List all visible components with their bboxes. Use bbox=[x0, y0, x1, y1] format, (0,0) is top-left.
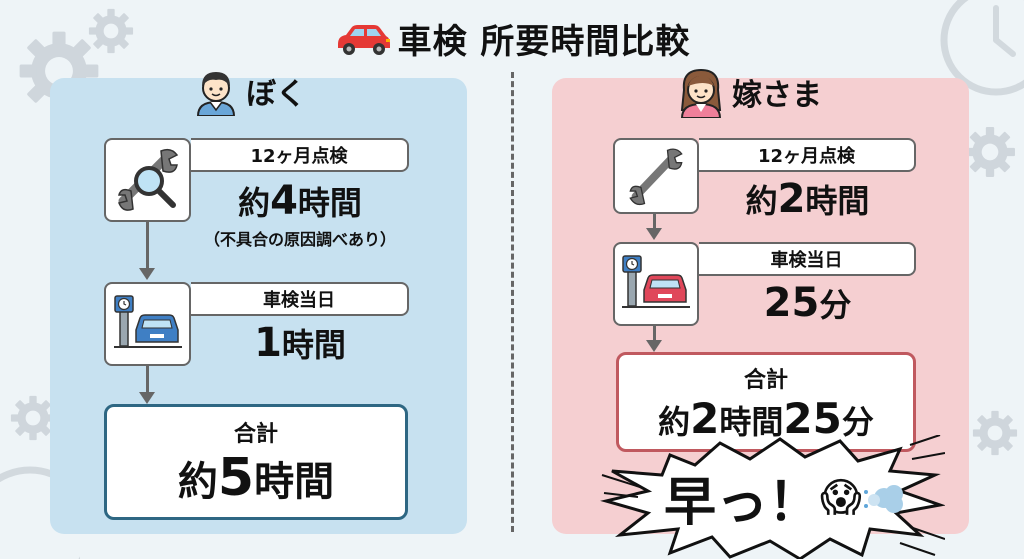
gear-icon bbox=[972, 410, 1018, 456]
woman-avatar-icon bbox=[680, 68, 722, 118]
screaming-face-icon: 😱 bbox=[820, 474, 862, 521]
wrench-magnifier-icon bbox=[117, 148, 178, 211]
speech-burst bbox=[600, 435, 945, 559]
step-icon-box bbox=[613, 138, 699, 214]
person-header-yomesama: 嫁さま bbox=[678, 66, 822, 118]
flow-arrow bbox=[646, 326, 662, 352]
step-duration: 約4時間 bbox=[238, 178, 362, 224]
page-title: 車検 所要時間比較 bbox=[0, 14, 1024, 63]
flow-arrow bbox=[139, 222, 155, 280]
clock-pole-car-icon bbox=[622, 255, 690, 308]
step-duration: 25分 bbox=[763, 280, 852, 326]
red-car-icon bbox=[337, 24, 390, 55]
clock-icon bbox=[940, 0, 1024, 96]
title-text: 車検 所要時間比較 bbox=[397, 22, 691, 62]
clock-pole-car-icon bbox=[113, 295, 182, 348]
dash-puff-icon bbox=[863, 484, 903, 513]
center-divider bbox=[511, 72, 514, 532]
flow-arrow bbox=[646, 214, 662, 240]
total-label: 合計 bbox=[233, 422, 278, 447]
flow-arrow bbox=[139, 366, 155, 404]
exclamation-text: 早っ！ 😱 bbox=[664, 460, 906, 535]
man-avatar-icon bbox=[196, 72, 236, 116]
total-label: 合計 bbox=[743, 367, 788, 393]
total-value: 約2時間25分 bbox=[658, 393, 874, 443]
person-header-boku: ぼく bbox=[194, 66, 306, 116]
step-note: （不具合の原因調べあり） bbox=[203, 230, 396, 249]
person-name: 嫁さま bbox=[732, 78, 822, 113]
total-box: 合計 約5時間 bbox=[104, 404, 408, 520]
person-name: ぼく bbox=[246, 77, 306, 112]
gear-icon bbox=[965, 127, 1015, 177]
step-label: 車検当日 bbox=[191, 282, 409, 316]
step-label: 12ヶ月点検 bbox=[699, 138, 916, 172]
step-label: 車検当日 bbox=[699, 242, 916, 276]
gear-icon bbox=[10, 395, 56, 441]
step-duration: 1時間 bbox=[254, 320, 346, 366]
step-label: 12ヶ月点検 bbox=[191, 138, 409, 172]
clock-icon bbox=[0, 466, 80, 559]
gear-icon bbox=[19, 31, 99, 111]
step-icon-box bbox=[104, 282, 191, 366]
wrench-icon bbox=[629, 148, 683, 206]
step-icon-box bbox=[613, 242, 699, 326]
step-duration: 約2時間 bbox=[745, 176, 870, 222]
step-icon-box bbox=[104, 138, 191, 222]
gear-icon bbox=[88, 8, 134, 54]
total-value: 約5時間 bbox=[177, 448, 335, 508]
